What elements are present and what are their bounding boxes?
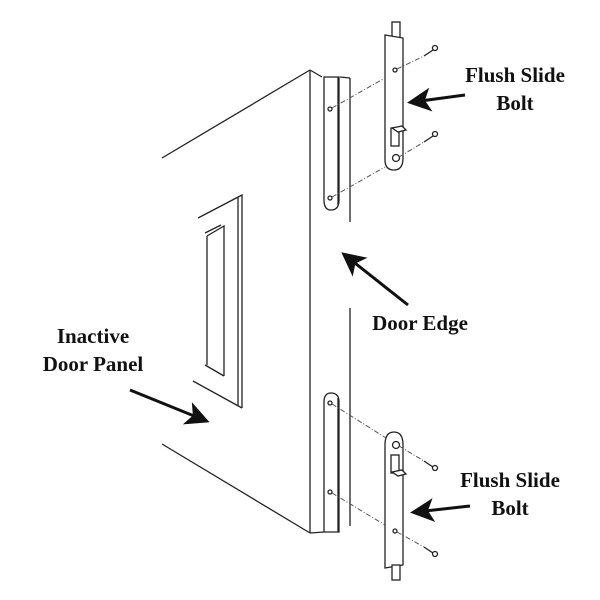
door-raised-panel [192,193,243,409]
door-panel [161,69,351,534]
arrow-door-edge [341,252,409,307]
arrow-inactive-panel [129,388,210,425]
label-line: Bolt [496,91,534,115]
label-line: Flush Slide [465,63,565,87]
label-inactive-door-panel: Inactive Door Panel [28,322,158,378]
label-line: Bolt [491,496,529,520]
bottom-flush-bolt [384,431,408,581]
label-door-edge: Door Edge [372,311,468,335]
label-bottom-flush-slide-bolt: Flush Slide Bolt [450,466,570,522]
label-line: Door Panel [42,352,144,376]
arrow-top-bolt [407,87,466,112]
top-flush-bolt [384,21,408,171]
top-mortise-plate [323,76,340,211]
arrow-bottom-bolt [410,498,471,522]
label-line: Flush Slide [460,468,560,492]
label-top-flush-slide-bolt: Flush Slide Bolt [455,61,575,117]
alignment-lines [331,55,425,548]
screws [423,44,439,558]
bottom-mortise-plate [323,392,340,533]
label-line: Inactive [56,324,130,348]
